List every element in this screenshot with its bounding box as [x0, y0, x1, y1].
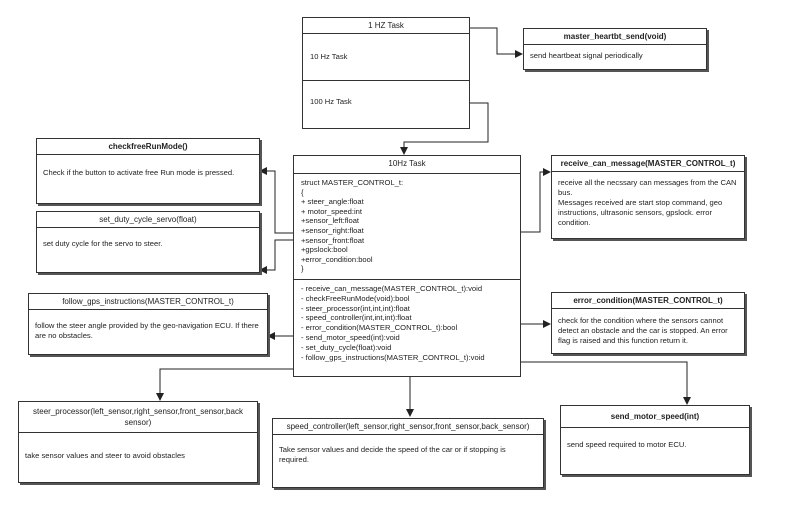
- arrow-to-receive-can: [521, 168, 551, 233]
- task-schedule-box: 1 HZ Task 10 Hz Task 100 Hz Task: [302, 17, 470, 129]
- set-duty-desc: set duty cycle for the servo to steer.: [43, 239, 163, 248]
- struct-line: +sensor_front:float: [301, 235, 365, 245]
- ten-hz-task-section: 10 Hz Task: [303, 34, 469, 81]
- method-line: - checkFreeRunMode(void):bool: [301, 293, 410, 303]
- receive-can-desc: receive all the necssary can messages fr…: [558, 178, 737, 227]
- arrow-to-10hz-task: [400, 102, 489, 155]
- method-line: - error_condition(MASTER_CONTROL_t):bool: [301, 323, 458, 333]
- arrow-to-steer-processor: [156, 368, 293, 401]
- arrow-to-send-motor-speed: [521, 361, 691, 405]
- set-duty-title: set_duty_cycle_servo(float): [37, 212, 259, 228]
- steer-processor-desc: take sensor values and steer to avoid ob…: [25, 451, 185, 460]
- struct-line: }: [301, 264, 304, 274]
- heartbeat-desc: send heartbeat signal periodically: [530, 51, 643, 60]
- arrow-to-heartbeat: [470, 27, 523, 58]
- methods-section: - receive_can_message(MASTER_CONTROL_t):…: [294, 280, 520, 366]
- struct-line: +error_condition:bool: [301, 254, 373, 264]
- method-line: - receive_can_message(MASTER_CONTROL_t):…: [301, 284, 483, 293]
- struct-line: + motor_speed:int: [301, 206, 362, 216]
- follow-gps-desc: follow the steer angle provided by the g…: [35, 321, 259, 340]
- follow-gps-title: follow_gps_instructions(MASTER_CONTROL_t…: [29, 294, 267, 310]
- send-motor-speed-title: send_motor_speed(int): [561, 406, 749, 428]
- struct-line: struct MASTER_CONTROL_t:: [301, 178, 404, 187]
- steer-processor-box: steer_processor(left_sensor,right_sensor…: [18, 401, 258, 483]
- send-motor-speed-box: send_motor_speed(int) send speed require…: [560, 405, 750, 475]
- check-free-run-title: checkfreeRunMode(): [37, 139, 259, 155]
- speed-controller-box: speed_controller(left_sensor,right_senso…: [272, 418, 544, 488]
- set-duty-cycle-box: set_duty_cycle_servo(float) set duty cyc…: [36, 211, 260, 273]
- error-condition-box: error_condition(MASTER_CONTROL_t) check …: [551, 292, 745, 354]
- receive-can-title: receive_can_message(MASTER_CONTROL_t): [552, 156, 744, 172]
- steer-processor-title: steer_processor(left_sensor,right_sensor…: [19, 402, 257, 433]
- method-line: - set_duty_cycle(float):void: [301, 342, 392, 352]
- method-line: - speed_controller(int,int,int):float: [301, 313, 412, 323]
- follow-gps-box: follow_gps_instructions(MASTER_CONTROL_t…: [28, 293, 268, 355]
- one-hz-task-label: 1 HZ Task: [303, 18, 469, 34]
- send-motor-speed-desc: send speed required to motor ECU.: [567, 440, 687, 449]
- ten-hz-task-label: 10 Hz Task: [310, 52, 348, 61]
- method-line: - steer_processor(int,int,int):float: [301, 303, 410, 313]
- arrow-to-checkfreerunmode: [259, 167, 293, 234]
- heartbeat-box: master_heartbt_send(void) send heartbeat…: [523, 28, 707, 70]
- receive-can-message-box: receive_can_message(MASTER_CONTROL_t) re…: [551, 155, 745, 239]
- heartbeat-title: master_heartbt_send(void): [524, 29, 706, 45]
- error-condition-title: error_condition(MASTER_CONTROL_t): [552, 293, 744, 309]
- check-free-run-desc: Check if the button to activate free Run…: [43, 168, 235, 177]
- struct-line: +sensor_right:float: [301, 225, 364, 235]
- hundred-hz-task-label: 100 Hz Task: [310, 97, 352, 106]
- speed-controller-title: speed_controller(left_sensor,right_senso…: [273, 419, 543, 435]
- ten-hz-class-title: 10Hz Task: [294, 156, 520, 174]
- struct-line: +gpslock:bool: [301, 245, 348, 255]
- struct-line: {: [301, 187, 304, 197]
- arrow-to-set-duty: [259, 239, 293, 274]
- method-line: - follow_gps_instructions(MASTER_CONTROL…: [301, 352, 485, 362]
- hundred-hz-task-section: 100 Hz Task: [303, 81, 469, 129]
- speed-controller-desc: Take sensor values and decide the speed …: [279, 445, 506, 464]
- ten-hz-task-class: 10Hz Task struct MASTER_CONTROL_t: { + s…: [293, 155, 521, 377]
- struct-section: struct MASTER_CONTROL_t: { + steer_angle…: [294, 174, 520, 280]
- error-condition-desc: check for the condition where the sensor…: [558, 316, 728, 345]
- struct-line: + steer_angle:float: [301, 197, 364, 207]
- struct-line: +sensor_left:float: [301, 216, 360, 226]
- check-free-run-mode-box: checkfreeRunMode() Check if the button t…: [36, 138, 260, 204]
- method-line: - send_motor_speed(int):void: [301, 332, 400, 342]
